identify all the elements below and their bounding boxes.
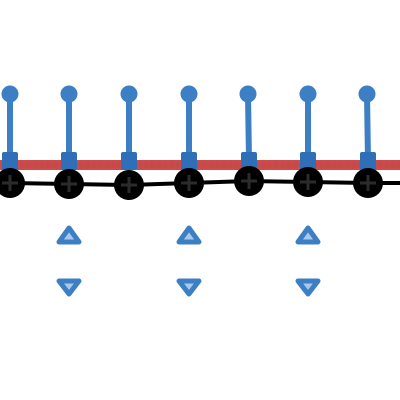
triangle-down-icon[interactable] — [295, 278, 321, 297]
rail-bead — [350, 161, 358, 169]
rail-bead — [97, 161, 104, 169]
pendulum-cart — [241, 152, 257, 170]
rail-bead — [201, 161, 208, 169]
rail-bead — [136, 161, 143, 169]
rail — [0, 160, 400, 170]
rail-bead — [331, 161, 338, 169]
rail-bead — [38, 161, 46, 169]
triangle-down-icon[interactable] — [56, 278, 82, 297]
rail-bead — [19, 161, 26, 169]
pendulum-4 — [180, 85, 198, 170]
control-pad-2 — [176, 225, 202, 297]
pendulum-2 — [60, 85, 78, 170]
rail-bead — [285, 161, 293, 169]
chain-node-5[interactable] — [234, 166, 264, 196]
rail-bead — [77, 161, 85, 169]
rail-bead — [389, 161, 397, 169]
rail-bead — [175, 161, 182, 169]
rail-bead — [155, 161, 163, 169]
rail-bead — [162, 161, 169, 169]
chain — [0, 166, 400, 200]
pendulum-cart — [121, 152, 137, 170]
pendulum-cart — [181, 152, 197, 170]
triangle-up-icon[interactable] — [176, 225, 202, 245]
rail-bead — [103, 161, 111, 169]
rail-bead — [207, 161, 215, 169]
rail-bead — [337, 161, 345, 169]
rail-bead — [168, 161, 176, 169]
triangle-up-icon[interactable] — [295, 225, 321, 245]
rail-bead — [266, 161, 273, 169]
pendulum-row — [1, 85, 376, 170]
pendulum-5 — [239, 85, 257, 170]
chain-node-6[interactable] — [293, 167, 323, 197]
rail-bead — [227, 161, 234, 169]
rail-bead — [51, 161, 59, 169]
rail-bead — [25, 161, 33, 169]
control-pad-3 — [295, 225, 321, 297]
rail-bead — [214, 161, 221, 169]
chain-node-3[interactable] — [114, 170, 144, 200]
pendulum-1 — [1, 85, 19, 170]
rail-bead — [376, 161, 384, 169]
rail-bead — [149, 161, 156, 169]
rail-bead — [396, 161, 400, 169]
chain-node-7[interactable] — [353, 168, 383, 198]
rail-bead — [233, 161, 241, 169]
chain-node-2[interactable] — [54, 169, 84, 199]
rail-bead — [45, 161, 52, 169]
pendulum-bob[interactable] — [239, 85, 257, 103]
control-pad-row — [56, 225, 321, 297]
pendulum-cart — [61, 152, 77, 170]
rail-bead — [259, 161, 267, 169]
rail-bead — [142, 161, 150, 169]
pendulum-bob[interactable] — [60, 85, 78, 103]
control-pad-1 — [56, 225, 82, 297]
rail-bead — [292, 161, 299, 169]
pendulum-bob[interactable] — [180, 85, 198, 103]
pendulum-bob[interactable] — [1, 85, 19, 103]
rail-bead — [324, 161, 332, 169]
triangle-up-icon[interactable] — [56, 225, 82, 245]
pendulum-cart — [2, 152, 18, 170]
rail-bead — [383, 161, 390, 169]
rail-bead — [110, 161, 117, 169]
pendulum-cart — [300, 152, 316, 170]
pendulum-3 — [120, 85, 138, 170]
pendulum-rod — [364, 91, 371, 164]
pendulum-bob[interactable] — [299, 85, 317, 103]
rail-bead — [279, 161, 286, 169]
rail-bead — [84, 161, 91, 169]
pendulum-7 — [358, 85, 376, 170]
rail-bead — [32, 161, 39, 169]
chain-node-4[interactable] — [174, 168, 204, 198]
rail-bead — [90, 161, 98, 169]
pendulum-cart — [360, 152, 376, 170]
rail-bead — [344, 161, 351, 169]
rail-bead — [272, 161, 280, 169]
pendulum-bob[interactable] — [120, 85, 138, 103]
chain-node-1[interactable] — [0, 168, 25, 198]
rail-bead — [220, 161, 228, 169]
triangle-down-icon[interactable] — [176, 278, 202, 297]
pendulum-rod — [245, 91, 252, 164]
pendulum-bob[interactable] — [358, 85, 376, 103]
rail-bead — [318, 161, 325, 169]
pendulum-6 — [299, 85, 317, 170]
